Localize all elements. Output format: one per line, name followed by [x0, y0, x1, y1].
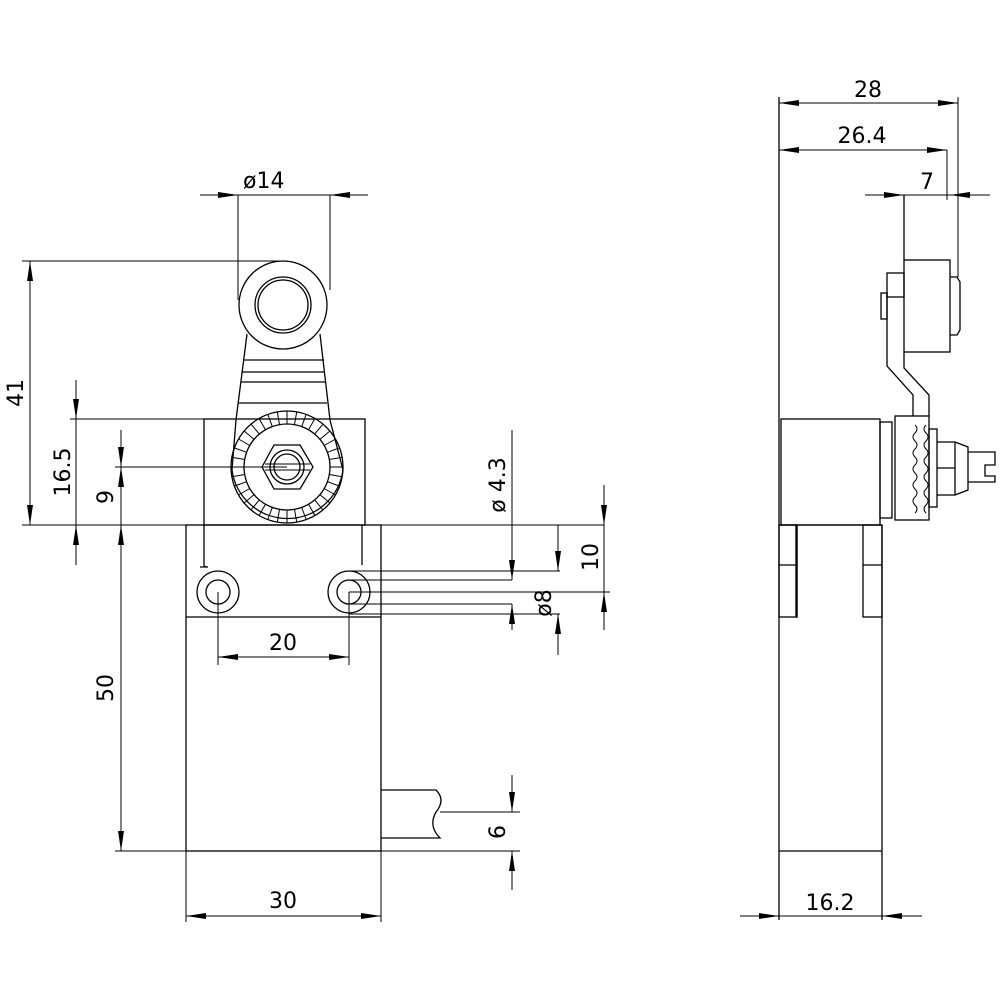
- serration-tooth: [308, 503, 316, 516]
- serration-tooth: [327, 447, 340, 453]
- serration-tooth: [329, 456, 343, 461]
- switch-body: [185, 524, 382, 852]
- side-dimensions: 28 26.4 7 16.2: [740, 78, 990, 919]
- serration-tooth: [301, 507, 307, 520]
- dim-body-width: 30: [269, 889, 297, 914]
- serration-tooth: [276, 411, 281, 425]
- serration-tooth: [314, 499, 324, 511]
- side-roller: [903, 259, 951, 353]
- front-view: [185, 260, 442, 852]
- serration-tooth: [238, 488, 251, 496]
- side-lever: [886, 292, 914, 416]
- dim-hole-diameter: ø 4.3: [486, 457, 511, 512]
- serration-tooth: [231, 473, 245, 478]
- dim-pivot-height: 9: [94, 490, 119, 504]
- serration-tooth: [319, 494, 331, 504]
- serration-tooth: [323, 488, 336, 496]
- dim-hole-offset: 10: [579, 543, 604, 571]
- serration-tooth: [243, 494, 255, 504]
- side-view: [778, 97, 996, 920]
- side-head: [780, 418, 881, 526]
- serration-tooth: [276, 509, 281, 523]
- serration-tooth: [323, 438, 336, 446]
- roller: [238, 260, 328, 350]
- serration-tooth: [250, 423, 260, 435]
- dim-overall-depth: 28: [854, 78, 882, 103]
- dim-cable-offset: 6: [486, 825, 511, 839]
- serration-tooth: [250, 499, 260, 511]
- serration-tooth: [293, 411, 298, 425]
- serration-tooth: [329, 473, 343, 478]
- serration-tooth: [267, 414, 273, 427]
- serration-tooth: [293, 509, 298, 523]
- side-shaft: [937, 441, 969, 496]
- serration-tooth: [319, 430, 331, 440]
- roller-lever: [230, 260, 344, 524]
- serration-tooth: [267, 507, 273, 520]
- serration-tooth: [234, 447, 247, 453]
- serration-tooth: [301, 414, 307, 427]
- dim-total-height: 41: [4, 379, 29, 407]
- dim-hole-spacing: 20: [269, 631, 297, 656]
- serration-tooth: [308, 418, 316, 431]
- serration-tooth: [314, 423, 324, 435]
- dim-head-height: 16.5: [51, 448, 76, 497]
- serration-tooth: [231, 456, 245, 461]
- serration-tooth: [243, 430, 255, 440]
- hex-nut: [261, 444, 314, 490]
- serration-tooth: [327, 481, 340, 487]
- dim-roller-width: 7: [920, 170, 934, 195]
- serration-tooth: [238, 438, 251, 446]
- side-hub: [894, 415, 930, 521]
- serration-tooth: [234, 481, 247, 487]
- dim-body-height: 50: [94, 674, 119, 702]
- dim-lever-depth: 26.4: [838, 124, 887, 149]
- dim-counterbore-diameter: ø8: [532, 589, 557, 616]
- dim-body-depth: 16.2: [806, 891, 855, 916]
- dim-roller-diameter: ø14: [243, 169, 284, 194]
- switch-head: [203, 418, 366, 526]
- serration-tooth: [258, 418, 266, 431]
- front-dimensions: ø14 41 16.5 9 50 20 30: [4, 169, 610, 922]
- serration-tooth: [258, 503, 266, 516]
- cable: [381, 789, 442, 839]
